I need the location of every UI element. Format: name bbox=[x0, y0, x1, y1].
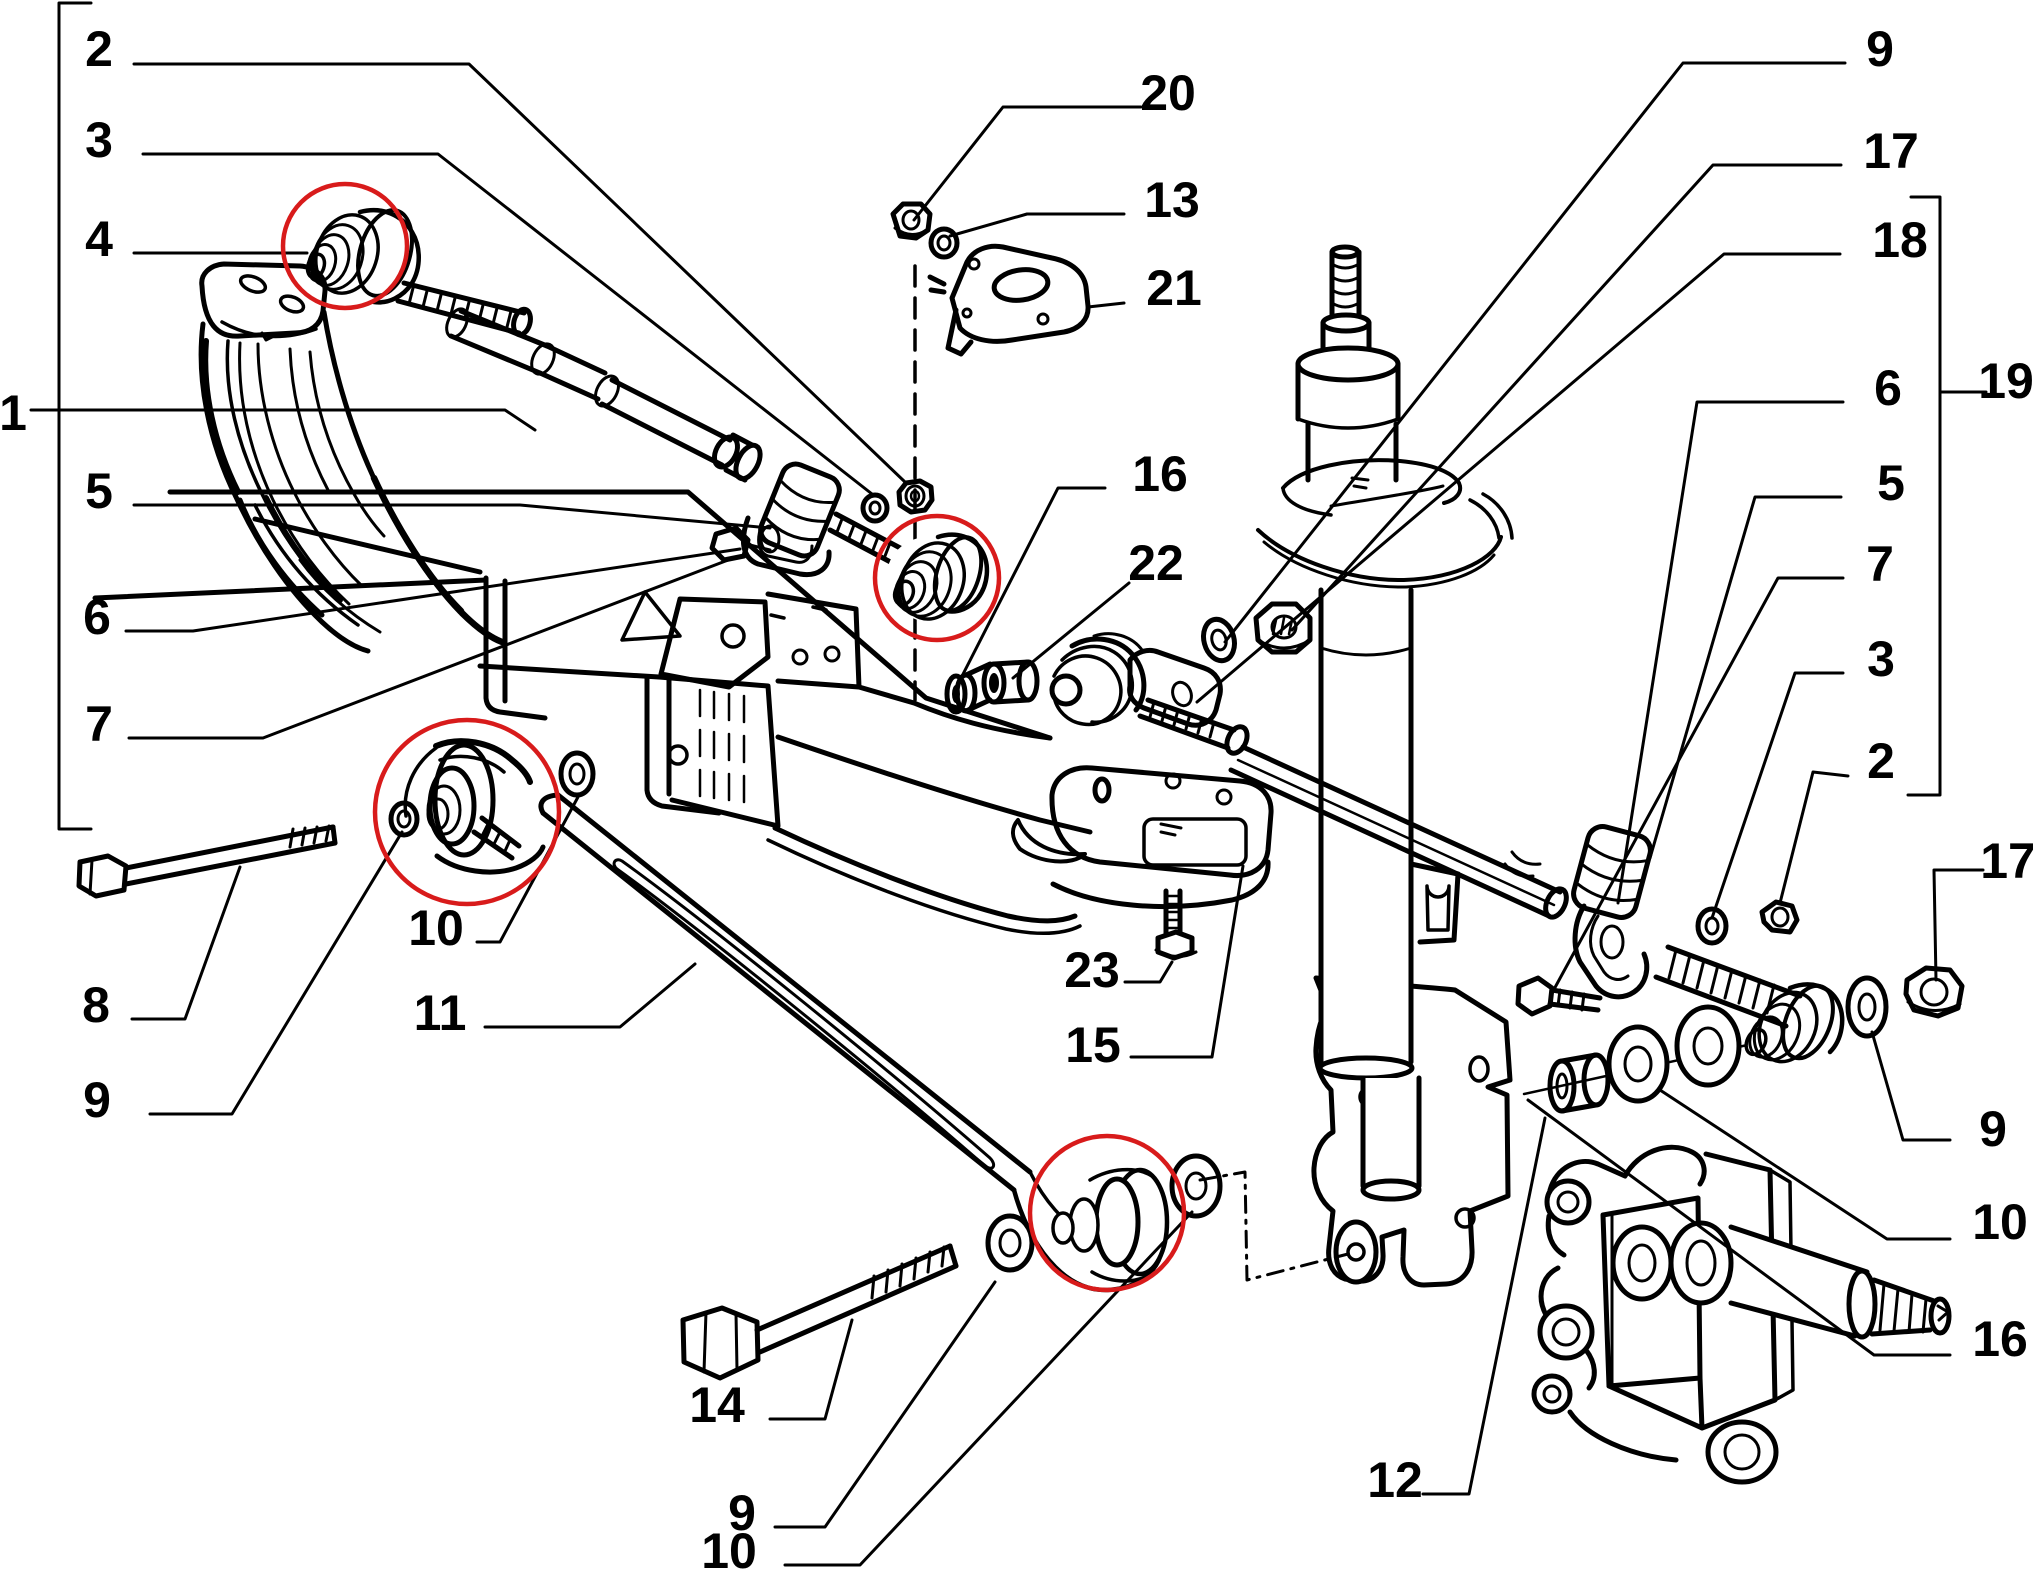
svg-text:3: 3 bbox=[85, 112, 113, 168]
svg-text:5: 5 bbox=[1877, 455, 1905, 511]
svg-text:4: 4 bbox=[85, 211, 113, 267]
svg-text:9: 9 bbox=[83, 1072, 111, 1128]
svg-text:19: 19 bbox=[1978, 353, 2033, 409]
svg-text:3: 3 bbox=[1867, 631, 1895, 687]
svg-text:10: 10 bbox=[701, 1523, 757, 1574]
svg-text:20: 20 bbox=[1140, 65, 1196, 121]
svg-text:18: 18 bbox=[1872, 212, 1928, 268]
svg-text:21: 21 bbox=[1146, 260, 1202, 316]
svg-text:6: 6 bbox=[83, 589, 111, 645]
svg-text:16: 16 bbox=[1132, 446, 1188, 502]
svg-text:14: 14 bbox=[689, 1377, 745, 1433]
svg-text:7: 7 bbox=[85, 696, 113, 752]
svg-text:1: 1 bbox=[0, 385, 27, 441]
svg-text:12: 12 bbox=[1367, 1452, 1423, 1508]
svg-text:6: 6 bbox=[1874, 360, 1902, 416]
svg-text:10: 10 bbox=[1972, 1194, 2028, 1250]
svg-text:15: 15 bbox=[1065, 1017, 1121, 1073]
svg-text:7: 7 bbox=[1866, 536, 1894, 592]
svg-text:9: 9 bbox=[1979, 1101, 2007, 1157]
svg-text:10: 10 bbox=[408, 900, 464, 956]
svg-text:5: 5 bbox=[85, 463, 113, 519]
svg-text:22: 22 bbox=[1128, 535, 1184, 591]
svg-text:2: 2 bbox=[85, 21, 113, 77]
svg-text:17: 17 bbox=[1980, 833, 2033, 889]
svg-text:13: 13 bbox=[1144, 172, 1200, 228]
svg-text:9: 9 bbox=[728, 1485, 756, 1541]
svg-text:2: 2 bbox=[1867, 733, 1895, 789]
svg-text:9: 9 bbox=[1866, 21, 1894, 77]
svg-text:11: 11 bbox=[414, 985, 467, 1041]
svg-text:16: 16 bbox=[1972, 1311, 2028, 1367]
svg-text:17: 17 bbox=[1863, 123, 1919, 179]
svg-text:8: 8 bbox=[82, 977, 110, 1033]
svg-text:23: 23 bbox=[1064, 942, 1120, 998]
